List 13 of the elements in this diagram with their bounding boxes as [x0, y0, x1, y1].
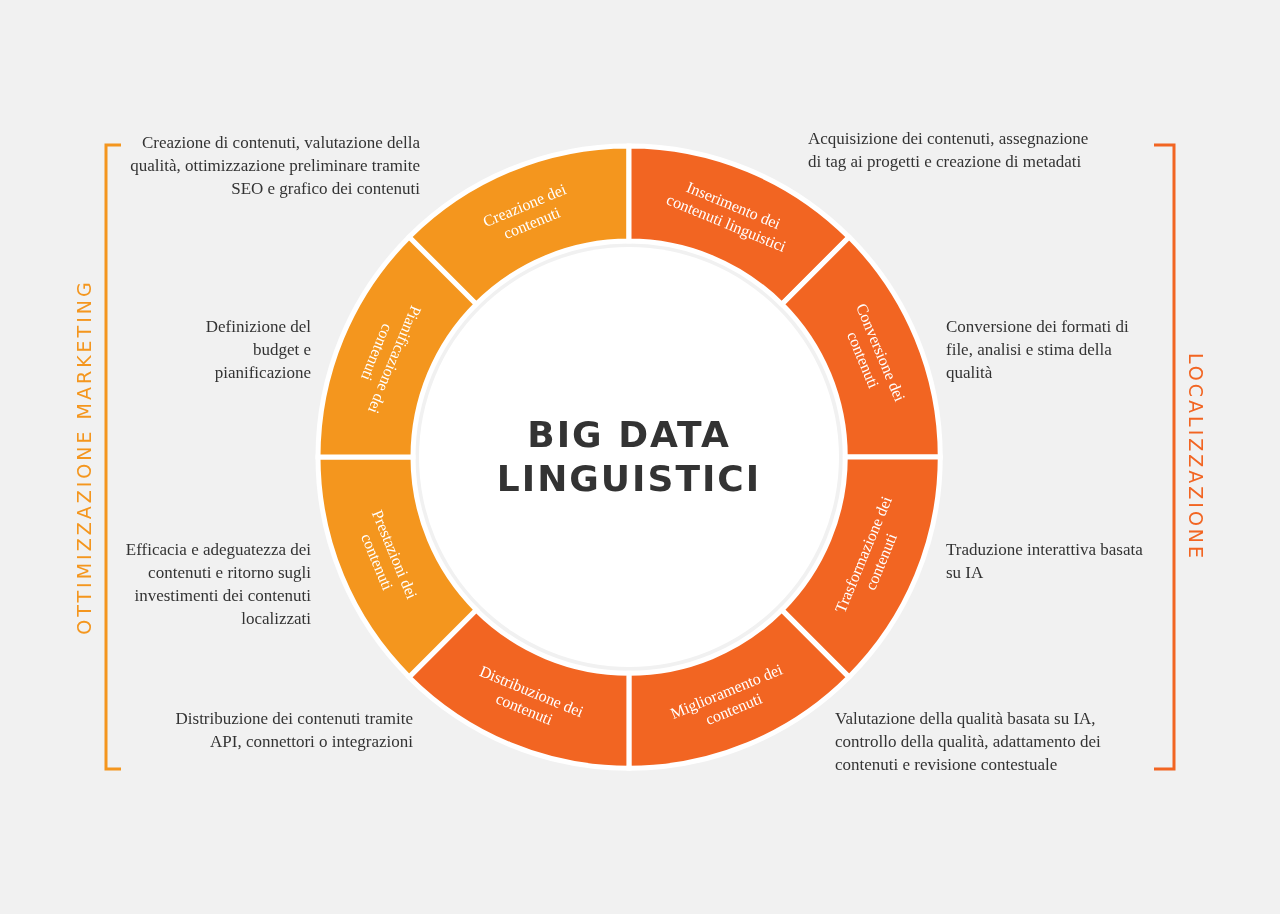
description-text: Creazione di contenuti, valutazione della qualità, ottimizzazione preliminare tramite SEO e grafico dei contenuti [129, 132, 420, 200]
description-text: Definizione del budget e pianificazione [204, 316, 311, 384]
side-label: LOCALIZZAZIONE [1185, 352, 1207, 562]
description-text: Conversione dei formati di file, analisi e stima della qualità [946, 316, 1130, 384]
description-text: Distribuzione dei contenuti tramite API, connettori o integrazioni [174, 708, 413, 753]
side-label: OTTIMIZZAZIONE MARKETING [73, 279, 95, 635]
ring-segment [317, 236, 478, 458]
ring-segment [317, 456, 478, 678]
description-text: Valutazione della qualità basata su IA, controllo della qualità, adattamento dei contenuti e revisione contestuale [835, 708, 1102, 776]
description-text: Efficacia e adeguatezza dei contenuti e ritorno sugli investimenti dei contenuti localizzati [124, 539, 311, 630]
description-text: Traduzione interattiva basata su IA [946, 539, 1144, 584]
center-title: BIG DATA LINGUISTICI [495, 413, 763, 501]
description-text: Acquisizione dei contenuti, assegnazione di tag ai progetti e creazione di metadati [808, 128, 1090, 173]
